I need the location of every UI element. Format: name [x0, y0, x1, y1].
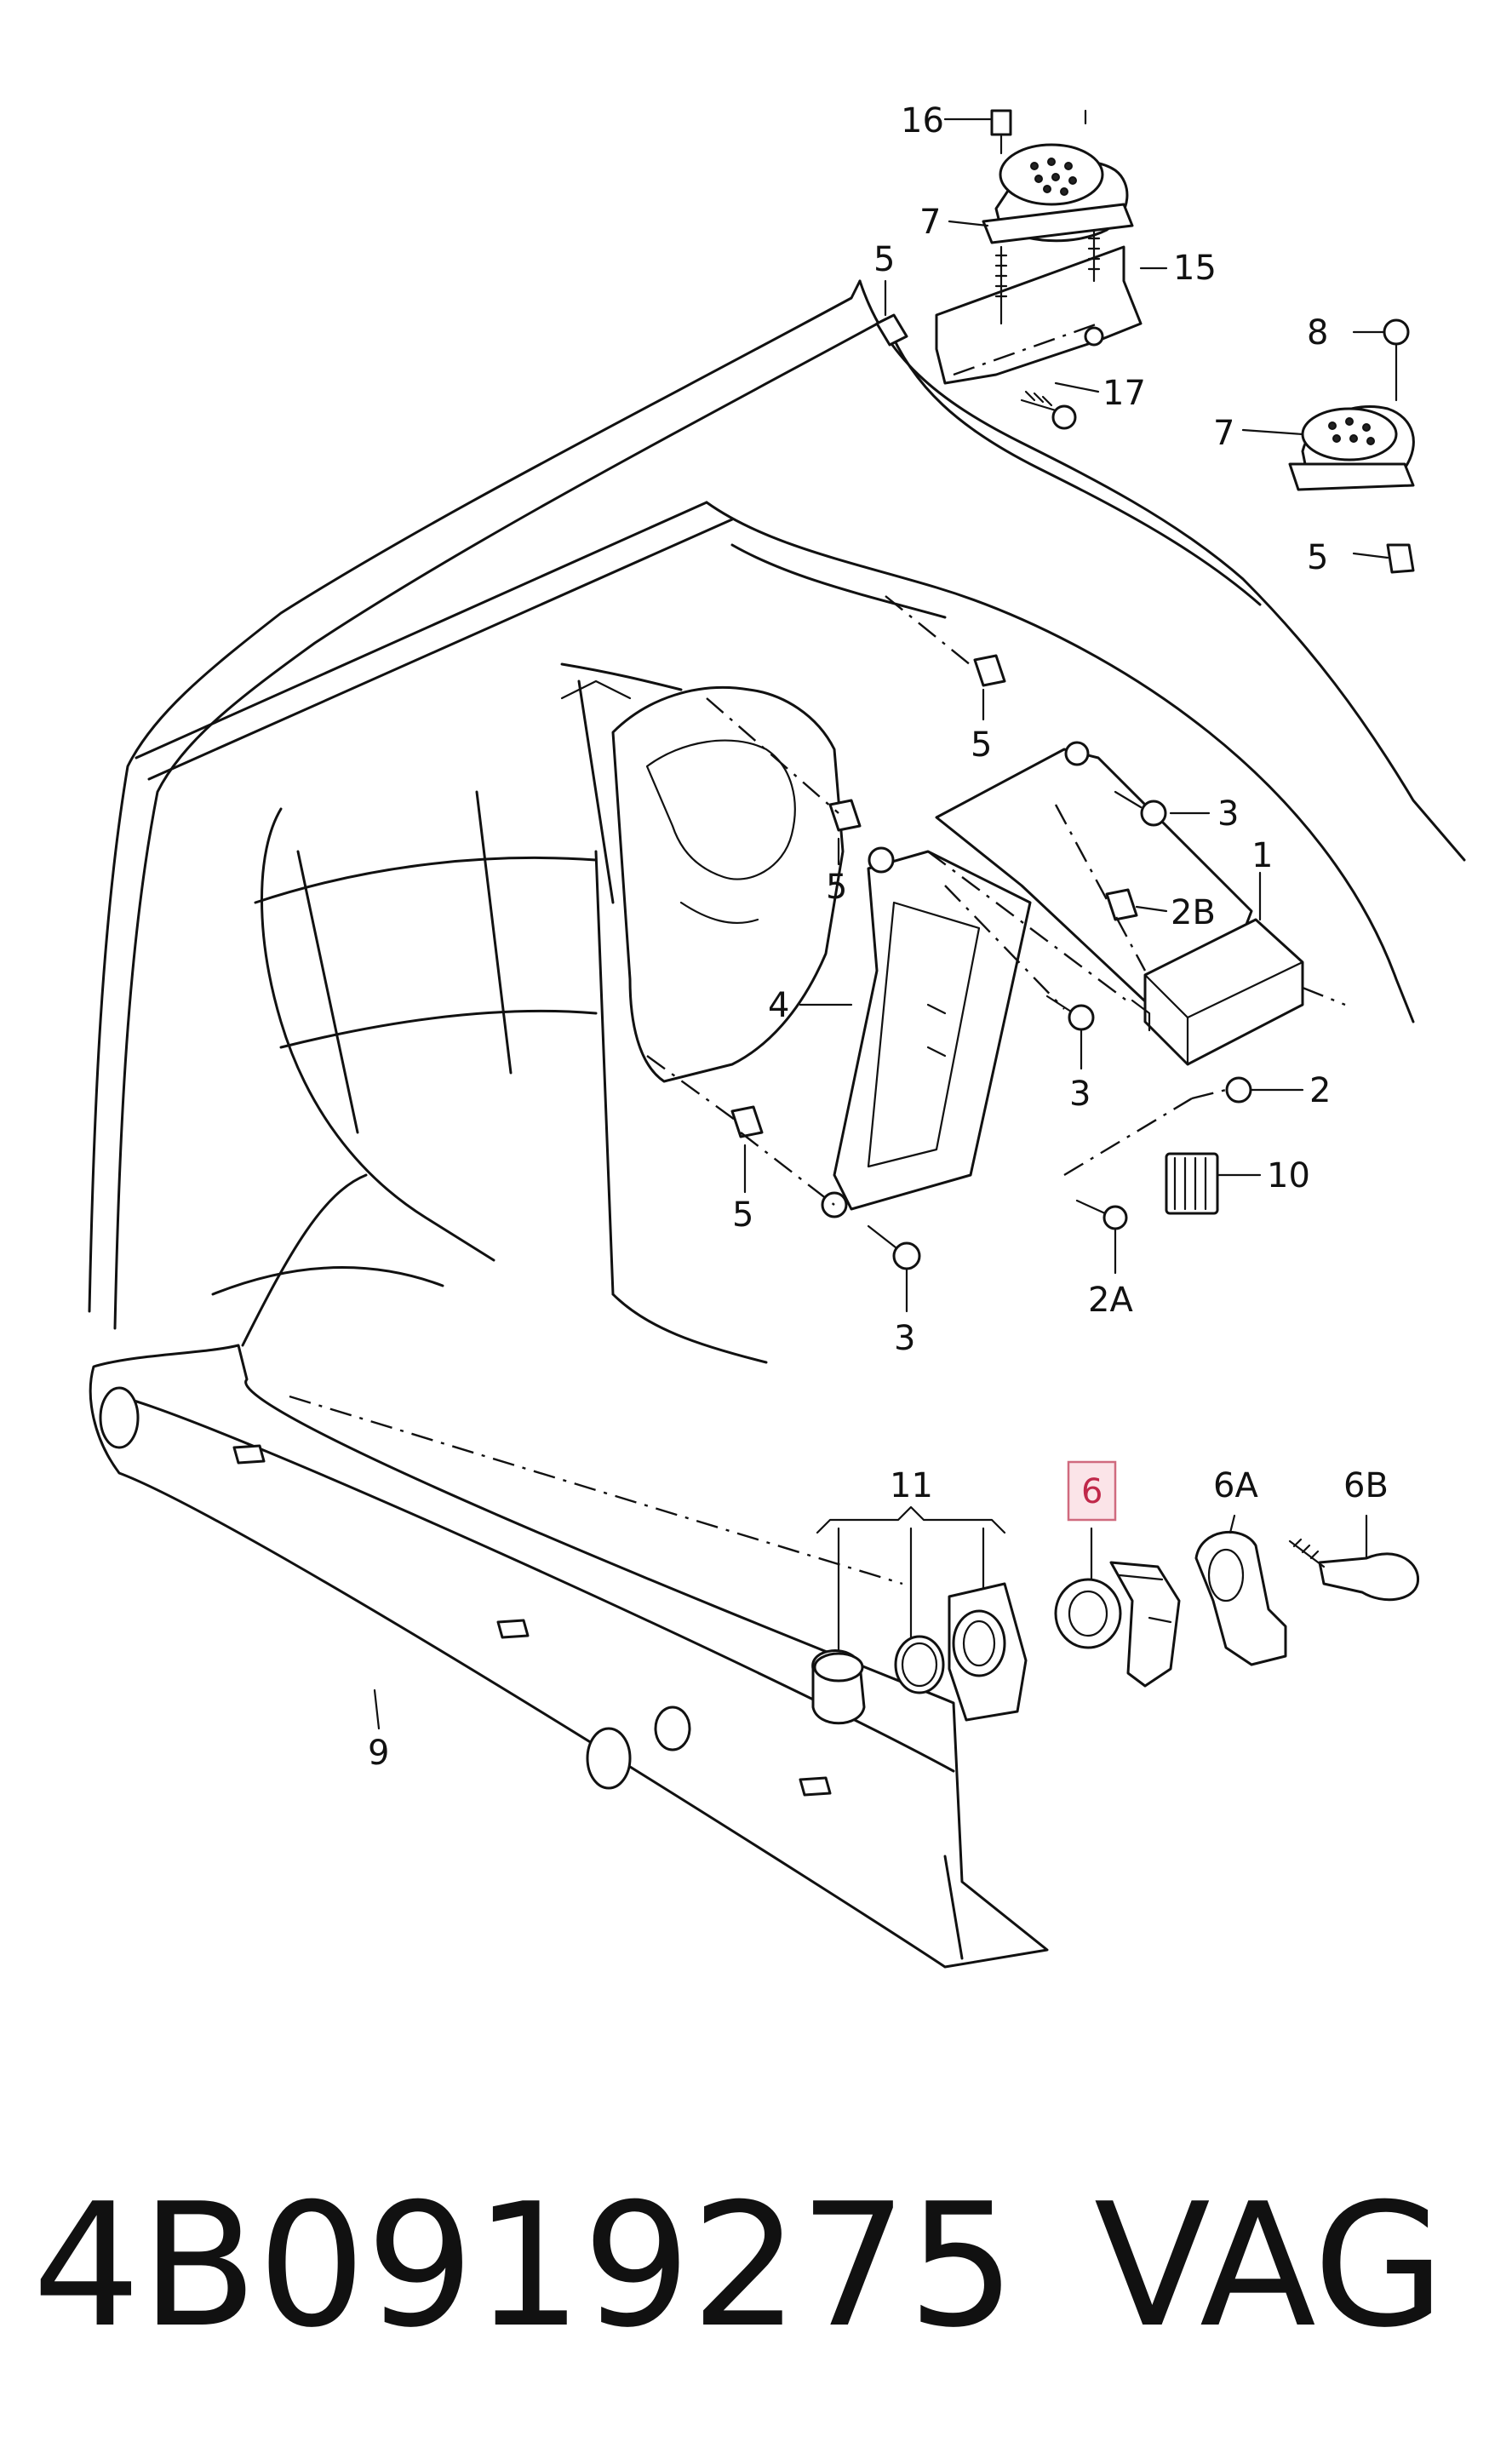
callout-5-right: 5: [1307, 538, 1328, 577]
clip-5-middle: [828, 799, 862, 832]
callout-15: 15: [1173, 249, 1217, 288]
callout-6A: 6A: [1213, 1466, 1258, 1505]
callout-9: 9: [368, 1734, 389, 1773]
screw-2A: [1102, 1205, 1128, 1230]
highlight-box-part-6: [1067, 1460, 1117, 1522]
bolt-3-upper: [1140, 800, 1167, 827]
callout-2B: 2B: [1171, 893, 1216, 932]
callout-5-top: 5: [873, 240, 895, 279]
callout-11: 11: [890, 1466, 933, 1505]
connector-10: [1165, 1152, 1219, 1215]
leader-lines: [373, 109, 1389, 1730]
cable-tie-6B: [1288, 1538, 1419, 1602]
callout-7-right: 7: [1213, 414, 1234, 453]
callout-16: 16: [901, 101, 944, 140]
callout-5-middle: 5: [826, 868, 847, 907]
callout-labels: 16 7 15 5 17 8 7 5 5 3 1 5 2B 4 3 2 10 5…: [368, 101, 1389, 1773]
callout-5-upper-clip: 5: [971, 725, 992, 765]
upper-horn-assembly: [875, 109, 1143, 430]
bolt-3-middle: [1068, 1004, 1095, 1031]
callout-2A: 2A: [1088, 1281, 1133, 1320]
callout-7-upper: 7: [919, 203, 941, 242]
parking-sensor-6: [1054, 1561, 1181, 1688]
callout-4: 4: [768, 986, 789, 1025]
callout-1: 1: [1251, 836, 1273, 875]
callout-2: 2: [1309, 1071, 1331, 1110]
brand-name: VAG: [1094, 2167, 1445, 2365]
assembly-lines: [289, 595, 1346, 1585]
callout-10: 10: [1267, 1156, 1310, 1195]
bolt-3-lower: [892, 1241, 921, 1270]
callout-5-lower: 5: [732, 1195, 753, 1235]
callout-3-lower: 3: [894, 1319, 915, 1358]
callout-8: 8: [1307, 313, 1328, 353]
callout-6: 6: [1081, 1472, 1102, 1511]
vehicle-body-outline: [88, 279, 1466, 1364]
callout-17: 17: [1102, 374, 1146, 413]
nut-2: [1225, 1076, 1252, 1104]
right-horn-assembly: [1288, 318, 1415, 574]
callout-3-middle: 3: [1069, 1075, 1091, 1114]
callout-3-upper: 3: [1217, 794, 1239, 834]
inner-panel: [611, 686, 845, 1083]
clip-5-upper: [973, 654, 1006, 687]
control-unit: [1131, 918, 1304, 1066]
callout-6B: 6B: [1343, 1466, 1389, 1505]
mounting-bracket-4: [821, 846, 1032, 1218]
part-number: 4B0919275: [32, 2167, 1016, 2365]
sensor-holder-6A: [1194, 1531, 1287, 1666]
sensor-kit-11: [811, 1505, 1028, 1725]
clip-5-lower: [730, 1105, 764, 1138]
clip-2B: [1105, 888, 1138, 921]
